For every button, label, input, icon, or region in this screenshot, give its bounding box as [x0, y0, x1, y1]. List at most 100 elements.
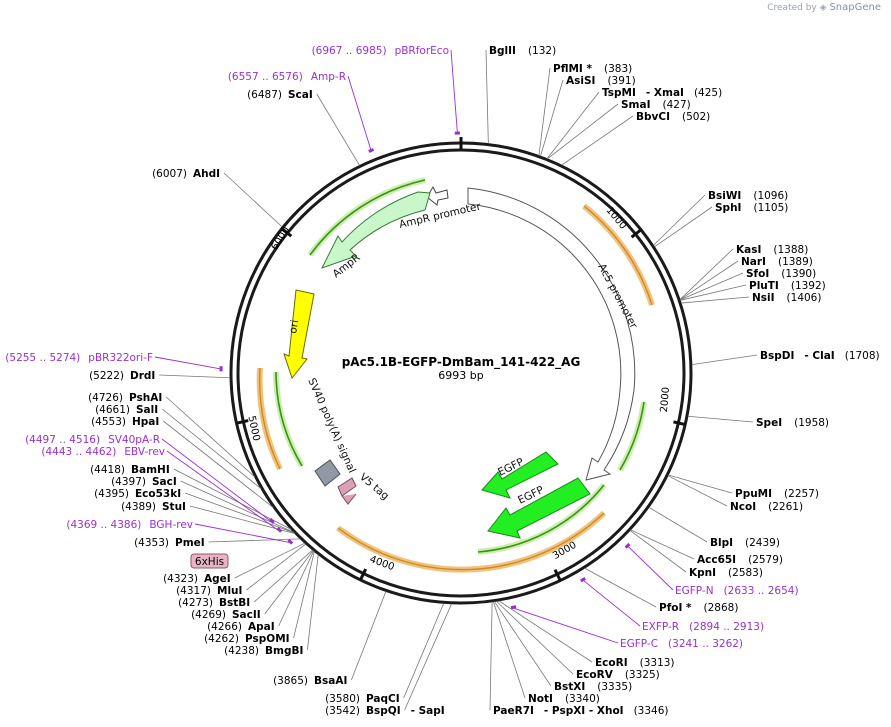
- site-alias: - SapI: [411, 705, 445, 717]
- site-bamhi: BamHI(4418): [90, 464, 170, 476]
- primer-mark: [580, 577, 586, 583]
- site-position: (1388): [773, 244, 808, 256]
- site-bstxi: BstXI(3335): [554, 681, 632, 693]
- site-position: (6487): [247, 89, 282, 101]
- site-position: (2868): [704, 602, 739, 614]
- site-name: PmeI: [175, 537, 205, 549]
- site-leader: [293, 551, 315, 639]
- site-position: (1105): [753, 202, 788, 214]
- site-name: NotI: [528, 693, 553, 705]
- site-name: KasI: [736, 244, 761, 256]
- site-ecori: EcoRI(3313): [595, 657, 675, 669]
- site-sali: SalI(4661): [95, 404, 158, 416]
- site-tspmi: TspMI- XmaI(425): [602, 87, 722, 99]
- site-bbvci: BbvCI(502): [636, 111, 710, 123]
- primer-name: pBR322ori-F: [88, 352, 153, 364]
- site-smai: SmaI(427): [621, 99, 691, 111]
- site-leader: [351, 591, 387, 681]
- primer-egfpn: EGFP-N(2633 .. 2654): [675, 585, 799, 597]
- primer-mark: [368, 148, 375, 153]
- site-hpai: HpaI(4553): [91, 416, 159, 428]
- snapgene-credit: Created by ◈ SnapGene: [767, 2, 881, 13]
- primer-range: (3241 .. 3262): [668, 638, 743, 650]
- site-scai: ScaI(6487): [247, 89, 313, 101]
- site-leader: [584, 567, 657, 608]
- site-leader: [161, 408, 262, 489]
- egfp-arrow-1: [481, 451, 559, 499]
- site-position: (4726): [88, 392, 123, 404]
- site-position: (1390): [781, 268, 816, 280]
- site-leader: [681, 296, 750, 304]
- site-name: PspOMI: [245, 633, 290, 645]
- site-name: SalI: [136, 404, 158, 416]
- site-sphi: SphI (1105): [715, 202, 788, 214]
- site-position: (1389): [778, 256, 813, 268]
- site-bsiwi: BsiWI(1096): [708, 190, 788, 202]
- site-apai: ApaI(4266): [207, 621, 275, 633]
- credit-prefix: Created by: [767, 3, 817, 13]
- site-leader: [668, 474, 733, 494]
- site-alias: - ClaI: [804, 350, 834, 362]
- site-name: SfoI: [746, 268, 769, 280]
- site-pluti: PluTI (1392): [749, 280, 826, 292]
- site-name: PpuMI: [735, 488, 772, 500]
- feature-label-ori: ori: [287, 319, 301, 335]
- site-position: (3346): [634, 705, 669, 717]
- site-name: SacII: [232, 609, 261, 621]
- site-position: (3580): [325, 693, 360, 705]
- site-name: DrdI: [130, 370, 155, 382]
- site-name: BspDI: [760, 350, 794, 362]
- site-name: BstBI: [219, 597, 250, 609]
- credit-brand: SnapGene: [829, 2, 881, 13]
- site-position: (3340): [565, 693, 600, 705]
- site-leader: [234, 542, 305, 579]
- site-ncoi: NcoI(2261): [730, 501, 803, 513]
- 6xhis-badge: 6xHis: [190, 553, 229, 569]
- site-name: SphI: [715, 202, 741, 214]
- primer-mark: [510, 605, 517, 610]
- primer-range: (5255 .. 5274): [5, 352, 80, 364]
- site-name: EcoRI: [595, 657, 628, 669]
- site-position: (2261): [768, 501, 803, 513]
- site-leader: [547, 103, 619, 160]
- site-nari: NarI(1389): [741, 256, 813, 268]
- site-name: AgeI: [204, 573, 231, 585]
- site-name: PfoI *: [659, 602, 692, 614]
- primer-sv40par: SV40pA-R(4497 .. 4516): [25, 434, 160, 446]
- site-position: (4389): [121, 501, 156, 513]
- primer-mark: [624, 542, 631, 549]
- primer-range: (4443 .. 4462): [41, 446, 116, 458]
- plasmid-name: pAc5.1B-EGFP-DmBam_141-422_AG: [342, 355, 581, 370]
- site-position: (4273): [178, 597, 213, 609]
- site-pmei: PmeI(4353): [134, 537, 205, 549]
- site-position: (4323): [163, 573, 198, 585]
- primer-leader: [583, 580, 641, 627]
- tick-label-2000: 2000: [659, 387, 672, 413]
- site-bglii: BglII(132): [489, 45, 556, 57]
- site-leader: [278, 550, 315, 627]
- egfp-arrow-2: [487, 477, 591, 539]
- site-name: SmaI: [621, 99, 651, 111]
- ring-tick-marks: [236, 137, 686, 582]
- primer-mark: [287, 538, 294, 545]
- site-name: HpaI: [132, 416, 159, 428]
- primer-leader: [513, 607, 619, 644]
- site-saci: SacI(4397): [111, 476, 177, 488]
- site-position: (3335): [597, 681, 632, 693]
- leader-lines: [159, 49, 758, 711]
- site-leader: [679, 272, 744, 301]
- primer-range: (4497 .. 4516): [25, 434, 100, 446]
- primer-range: (6967 .. 6985): [312, 45, 387, 57]
- site-alias: - XmaI: [646, 87, 684, 99]
- site-position: (1096): [753, 190, 788, 202]
- site-paer7i: PaeR7I- PspXI - XhoI(3346): [493, 705, 669, 717]
- site-name: PshAI: [129, 392, 162, 404]
- site-position: (1392): [791, 280, 826, 292]
- primer-egfpc: EGFP-C(3241 .. 3262): [620, 638, 743, 650]
- snapgene-logo-icon: ◈: [819, 3, 827, 13]
- site-name: PluTI: [749, 280, 779, 292]
- primer-pbrforeco: pBRforEco(6967 .. 6985): [312, 45, 449, 57]
- site-position: (4395): [94, 488, 129, 500]
- primer-leader: [450, 49, 458, 133]
